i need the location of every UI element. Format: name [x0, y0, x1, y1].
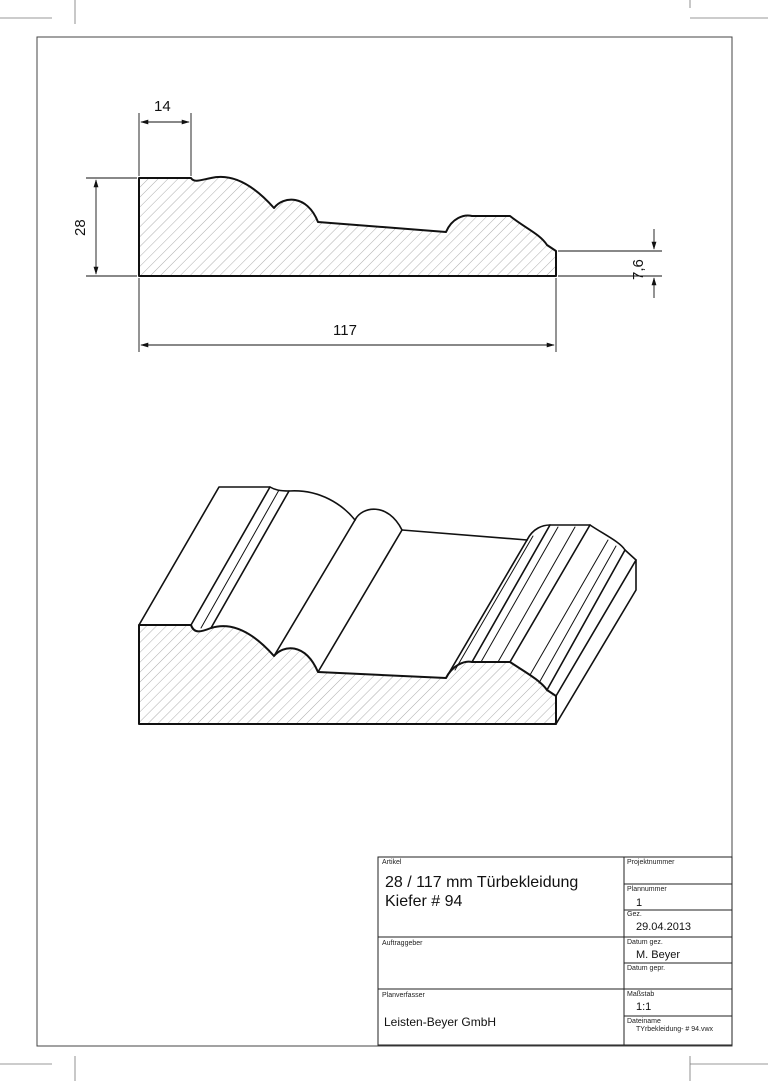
- drawing-frame: [36, 36, 733, 1047]
- artikel-line-2: Kiefer # 94: [385, 893, 463, 910]
- planverfasser-label: Planverfasser: [382, 992, 425, 999]
- dimension-label-28: 28: [72, 219, 89, 236]
- projektnummer-label: Projektnummer: [627, 859, 675, 866]
- datum-gez-label: Datum gez.: [627, 939, 663, 946]
- datum-gez-value: M. Beyer: [636, 949, 681, 961]
- profile-section: [138, 175, 557, 277]
- auftraggeber-label: Auftraggeber: [382, 940, 423, 947]
- gez-label: Gez.: [627, 911, 642, 918]
- iso-ridge-4: [445, 539, 528, 679]
- dimension-total-width: [138, 278, 557, 352]
- artikel-line-1: 28 / 117 mm Türbekleidung: [385, 874, 579, 891]
- gez-value: 29.04.2013: [636, 921, 692, 933]
- title-block-grid: [377, 856, 733, 1046]
- isometric-view: [138, 486, 637, 725]
- iso-ridge-5: [471, 524, 551, 663]
- datum-gepr-label: Datum gepr.: [627, 965, 666, 972]
- iso-bead-top: [354, 508, 403, 531]
- dimension-label-7-6: 7,6: [630, 259, 647, 280]
- dimension-label-14: 14: [154, 98, 171, 115]
- iso-ridge-6: [509, 524, 591, 663]
- iso-ridge-2: [273, 519, 356, 657]
- plannummer-label: Plannummer: [627, 886, 667, 893]
- iso-right-edge: [555, 559, 637, 725]
- dateiname-label: Dateiname: [627, 1018, 661, 1025]
- profile-cross-section: [138, 175, 557, 277]
- iso-cove-top: [269, 486, 356, 521]
- iso-ridge-3: [317, 529, 403, 673]
- iso-top-edge-left: [138, 486, 271, 626]
- dimension-edge-height: [558, 229, 662, 298]
- dimension-width-top: [138, 113, 192, 176]
- iso-ridge-1: [210, 490, 290, 629]
- iso-ridge-7: [546, 549, 626, 691]
- massstab-value: 1:1: [636, 1001, 652, 1013]
- dateiname-value: TYrbekleidung- # 94.vwx: [636, 1026, 714, 1033]
- planverfasser-value: Leisten-Beyer GmbH: [384, 1015, 497, 1029]
- dimension-height: [86, 177, 137, 277]
- iso-step-top: [526, 524, 637, 561]
- dimension-label-117: 117: [333, 322, 357, 339]
- massstab-label: Maßstab: [627, 991, 655, 998]
- plannummer-value: 1: [636, 897, 643, 909]
- iso-flat-top: [401, 529, 528, 541]
- artikel-label: Artikel: [382, 859, 402, 866]
